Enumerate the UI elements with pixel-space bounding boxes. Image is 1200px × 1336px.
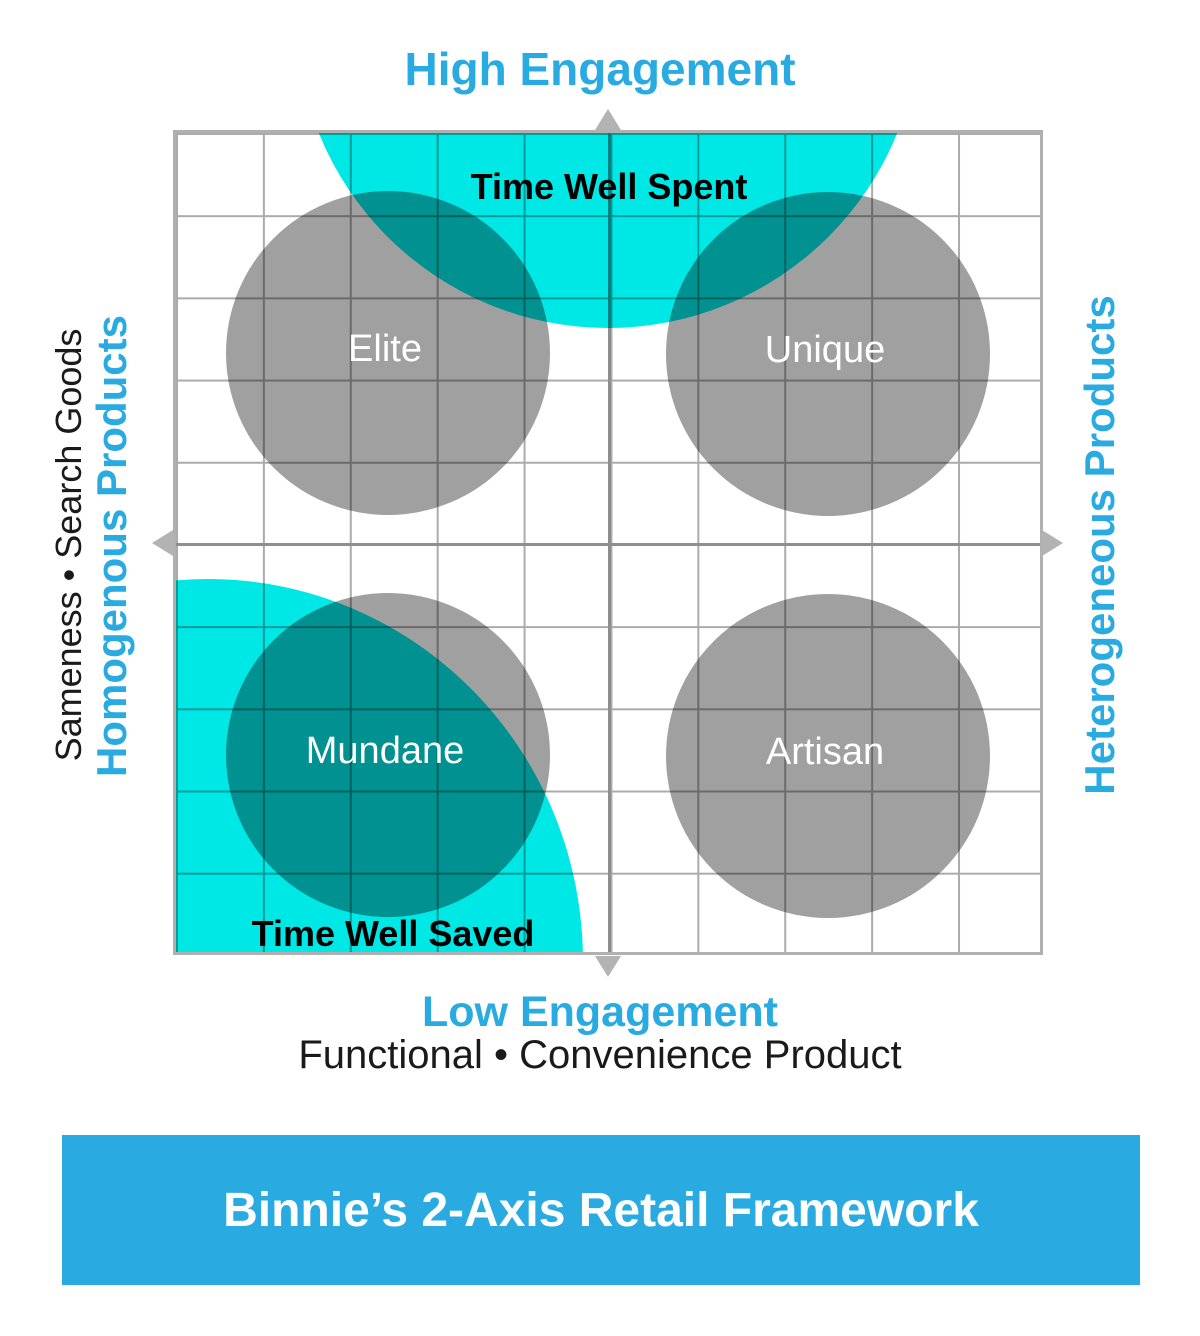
down-arrow-icon xyxy=(595,956,621,977)
bottom-axis-sublabel: Functional • Convenience Product xyxy=(298,1033,902,1077)
left-arrow-icon xyxy=(152,530,173,556)
artisan-circle-label: Artisan xyxy=(765,731,885,774)
horizontal-axis-line xyxy=(176,543,1040,546)
unique-circle xyxy=(666,192,990,516)
mundane-circle-label: Mundane xyxy=(305,730,465,773)
right-axis-label: Heterogeneous Products xyxy=(1076,295,1123,795)
elite-circle-label: Elite xyxy=(348,328,422,371)
diagram-title: Binnie’s 2-Axis Retail Framework xyxy=(223,1183,979,1237)
bottom-axis-label: Low Engagement xyxy=(422,988,778,1036)
artisan-circle xyxy=(666,594,990,918)
up-arrow-icon xyxy=(595,109,621,130)
time-well-saved-label: Time Well Saved xyxy=(251,913,535,955)
left-axis-sublabel: Sameness • Search Goods xyxy=(48,328,89,762)
time-well-spent-label: Time Well Spent xyxy=(470,166,748,208)
top-axis-label: High Engagement xyxy=(404,43,796,95)
right-arrow-icon xyxy=(1042,530,1063,556)
mundane-circle xyxy=(226,593,550,917)
quadrant-grid xyxy=(173,130,1043,955)
elite-circle xyxy=(226,191,550,515)
left-axis-label: Homogenous Products xyxy=(88,314,135,778)
title-banner: Binnie’s 2-Axis Retail Framework xyxy=(62,1135,1140,1285)
vertical-axis-line xyxy=(608,133,611,952)
unique-circle-label: Unique xyxy=(764,329,886,372)
